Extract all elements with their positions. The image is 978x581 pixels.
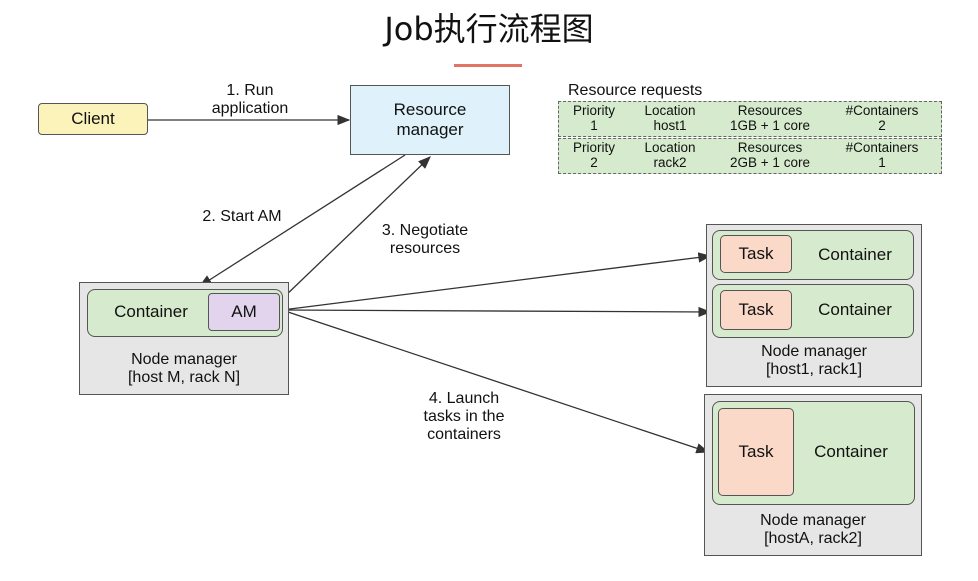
arrow-launch-task-2 <box>281 306 712 318</box>
request-column-header: #Containers <box>845 140 919 155</box>
host1-container-2-label: Container <box>818 300 892 319</box>
am-label: AM <box>231 302 257 321</box>
request-column-header: #Containers <box>845 103 919 118</box>
hostA-container-label: Container <box>814 442 888 461</box>
request-cell: rack2 <box>653 155 687 170</box>
request-cell: 1GB + 1 core <box>730 118 810 133</box>
request-cell: 1 <box>878 155 886 170</box>
host1-task-1: Task <box>720 235 792 273</box>
host1-task-2-label: Task <box>738 300 774 319</box>
arrow-launch-task-1 <box>281 252 712 311</box>
client-label: Client <box>71 109 115 128</box>
resource-manager-box: Resource manager <box>350 85 510 155</box>
node-manager-hostA-label: Node manager [hostA, rack2] <box>760 512 866 547</box>
step-start-am: 2. Start AM <box>202 208 282 225</box>
host1-task-1-label: Task <box>738 244 774 263</box>
request-column-header: Resources <box>737 140 803 155</box>
page-title: Job执行流程图 <box>384 10 594 48</box>
step-run-application: 1. Run application <box>211 82 289 117</box>
request-column-header: Location <box>644 140 696 155</box>
resource-request-2 <box>558 138 942 174</box>
request-cell: 2GB + 1 core <box>730 155 810 170</box>
resource-request-1 <box>558 101 942 137</box>
request-cell: host1 <box>653 118 687 133</box>
request-cell: 2 <box>878 118 886 133</box>
client-box: Client <box>38 103 148 135</box>
am-container-label: Container <box>114 302 188 321</box>
host1-task-2: Task <box>720 290 792 330</box>
request-cell: 1 <box>590 118 598 133</box>
node-manager-am-label: Node manager [host M, rack N] <box>127 351 241 386</box>
arrow-launch-task-3 <box>281 309 710 454</box>
arrow-negotiate-resources <box>282 156 431 299</box>
hostA-task-label: Task <box>738 442 774 461</box>
request-column-header: Priority <box>572 140 615 155</box>
step-launch-tasks: 4. Launch tasks in the containers <box>423 390 505 443</box>
node-manager-host1-label: Node manager [host1, rack1] <box>761 343 867 378</box>
request-column-header: Priority <box>572 103 615 118</box>
title-underline <box>454 64 522 67</box>
request-column-header: Location <box>644 103 696 118</box>
host1-container-1-label: Container <box>818 245 892 264</box>
step-negotiate-resources: 3. Negotiate resources <box>381 222 469 257</box>
hostA-task: Task <box>718 408 794 496</box>
arrow-start-am <box>198 154 406 287</box>
request-cell: 2 <box>590 155 598 170</box>
resource-requests-heading: Resource requests <box>568 82 703 99</box>
am-box: AM <box>208 293 280 331</box>
resource-manager-label: Resource manager <box>393 100 467 139</box>
request-column-header: Resources <box>737 103 803 118</box>
